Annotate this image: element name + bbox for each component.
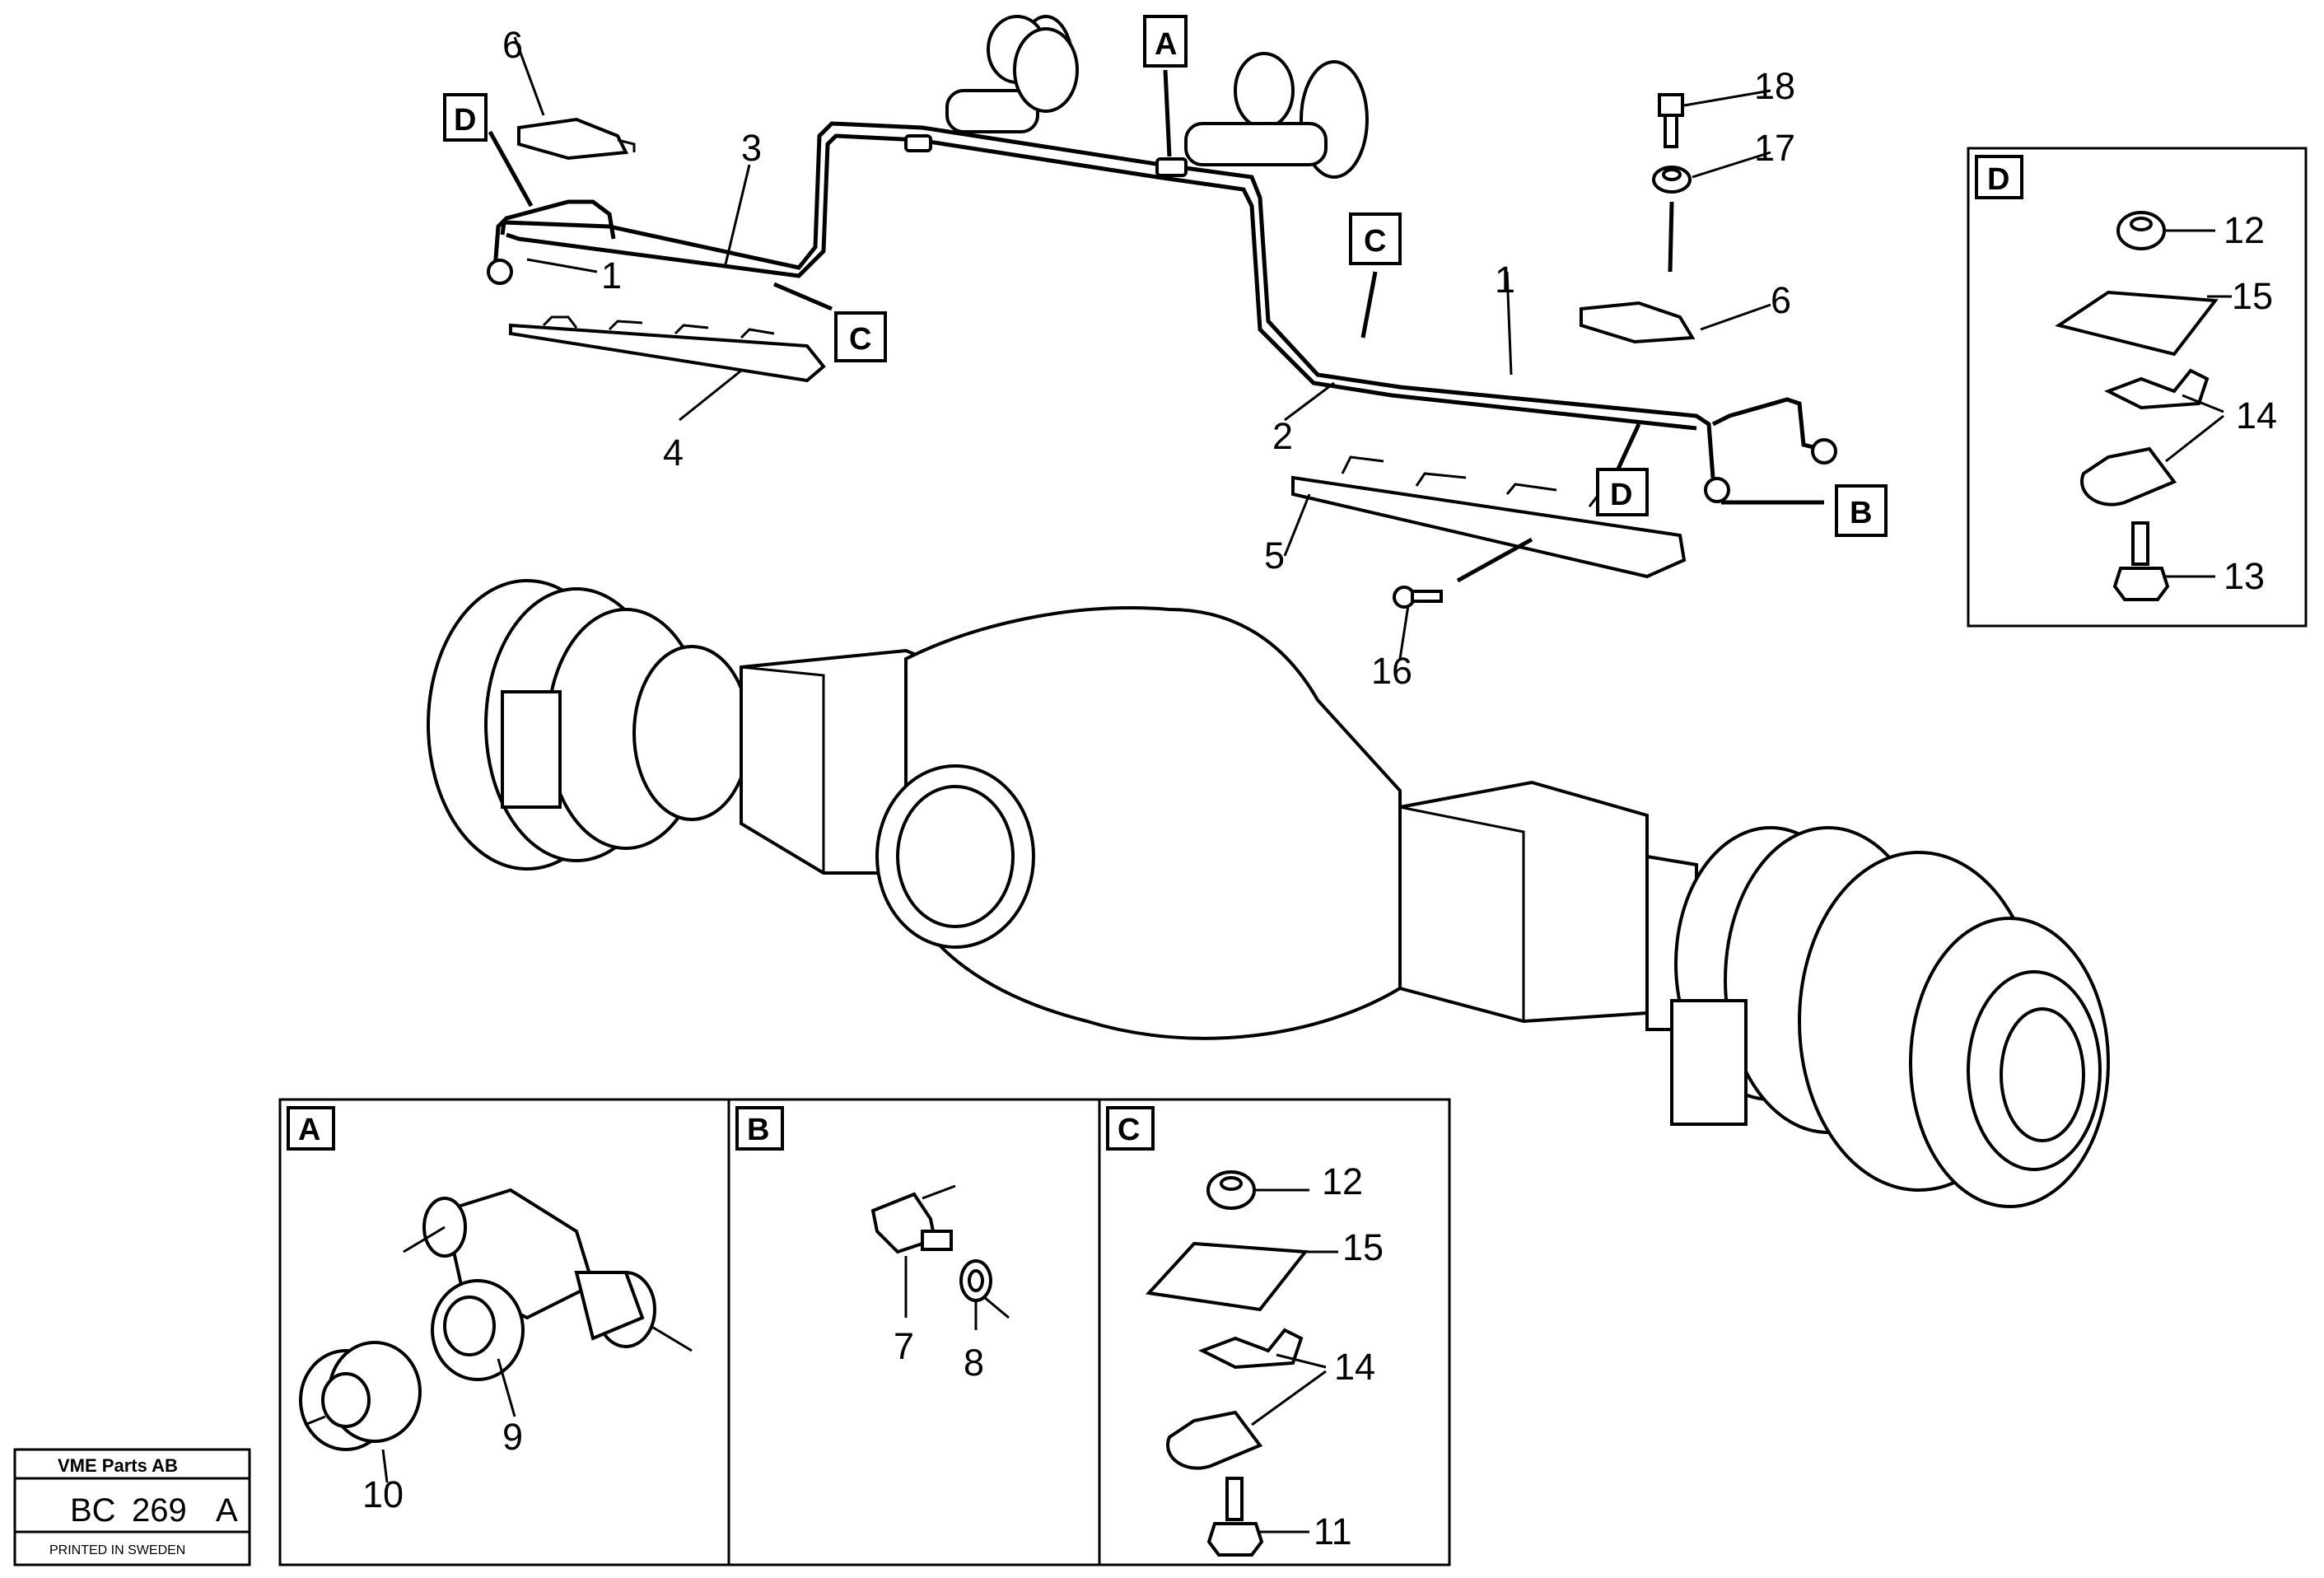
callout-11: 11 <box>1314 1510 1352 1552</box>
callout-15-panel-c: 15 <box>1342 1226 1384 1268</box>
bracket-6-right <box>1580 301 1696 344</box>
callout-16: 16 <box>1371 650 1412 692</box>
callout-6-left: 6 <box>502 24 523 66</box>
ref-d-right: D <box>1610 478 1632 512</box>
brake-pipe-assembly <box>487 15 1837 503</box>
callout-10: 10 <box>362 1473 404 1515</box>
callout-5: 5 <box>1264 535 1285 577</box>
stamp-code-prefix: BC <box>70 1492 116 1529</box>
callout-13: 13 <box>2224 555 2265 597</box>
callout-4: 4 <box>663 432 684 474</box>
callout-12-panel-c: 12 <box>1322 1160 1363 1202</box>
callout-12-panel-d: 12 <box>2224 209 2265 251</box>
callout-15-panel-d: 15 <box>2232 275 2273 317</box>
ref-a-top: A <box>1155 27 1177 62</box>
pipe-guard-5 <box>1291 455 1687 579</box>
detail-panel-c: C 12 15 14 11 <box>1106 1106 1384 1557</box>
panel-b-tag: B <box>747 1113 769 1147</box>
panel-a-tag: A <box>298 1113 320 1147</box>
bracket-6-left <box>517 117 636 161</box>
axle-housing <box>427 579 2110 1208</box>
callout-1-left: 1 <box>601 254 622 296</box>
detail-panel-a: A 9 10 <box>287 1106 693 1515</box>
callout-14-panel-d: 14 <box>2236 394 2277 437</box>
screw-18 <box>1658 93 1684 148</box>
pipe-guard-4 <box>509 315 826 383</box>
callout-14-panel-c: 14 <box>1334 1346 1375 1388</box>
screw-16 <box>1393 586 1443 609</box>
callout-17: 17 <box>1754 127 1795 169</box>
callout-6-right: 6 <box>1771 279 1791 321</box>
ref-c-top: C <box>1364 224 1386 259</box>
panel-d-tag: D <box>1987 162 2009 197</box>
callout-3: 3 <box>741 127 762 169</box>
detail-panel-d: D 12 15 14 13 <box>1967 147 2308 628</box>
publisher-stamp: VME Parts AB BC 269 A PRINTED IN SWEDEN <box>13 1448 251 1566</box>
stamp-code-suffix: A <box>216 1492 238 1529</box>
callout-8: 8 <box>964 1342 984 1384</box>
ref-c-left: C <box>849 322 871 357</box>
ref-b-right: B <box>1850 496 1872 530</box>
callout-2: 2 <box>1272 415 1293 457</box>
stamp-printed: PRINTED IN SWEDEN <box>49 1543 185 1557</box>
callout-1-right: 1 <box>1495 259 1515 301</box>
callout-7: 7 <box>894 1325 914 1367</box>
callout-18: 18 <box>1754 65 1795 107</box>
main-reference-tags: A C C D D B <box>443 15 1888 537</box>
detail-panels-abc <box>278 1098 1451 1566</box>
stamp-company: VME Parts AB <box>58 1455 178 1476</box>
detail-panel-b: B 7 8 <box>735 1106 1010 1384</box>
nut-17 <box>1652 166 1692 194</box>
panel-c-tag: C <box>1118 1113 1140 1147</box>
main-callouts: 6 3 1 4 18 17 1 6 2 5 16 <box>502 24 1795 692</box>
stamp-code-number: 269 <box>132 1492 187 1529</box>
ref-d-left: D <box>454 103 476 138</box>
callout-9: 9 <box>502 1416 523 1458</box>
